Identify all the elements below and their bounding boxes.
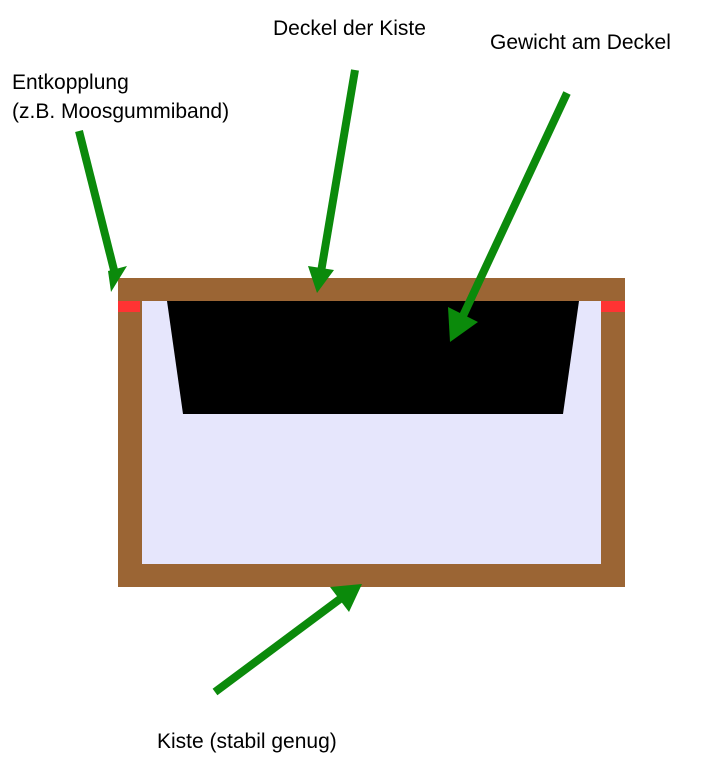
label-decoupling-line2: (z.B. Moosgummiband) [12, 100, 229, 123]
arrow-box [212, 584, 362, 696]
arrow-weight [448, 91, 571, 342]
arrow-decoupling [75, 130, 127, 292]
box-left-wall [118, 278, 142, 587]
label-decoupling-line1: Entkopplung [12, 71, 129, 94]
box-bottom [118, 564, 625, 587]
decoupling-strip-left [118, 301, 140, 312]
label-box: Kiste (stabil genug) [157, 730, 337, 753]
arrow-lid [308, 69, 359, 293]
label-lid: Deckel der Kiste [273, 17, 426, 40]
box-right-wall [601, 278, 625, 587]
weight-block [167, 301, 579, 414]
lid [118, 278, 625, 301]
decoupling-strip-right [601, 301, 625, 312]
label-weight: Gewicht am Deckel [490, 31, 671, 54]
